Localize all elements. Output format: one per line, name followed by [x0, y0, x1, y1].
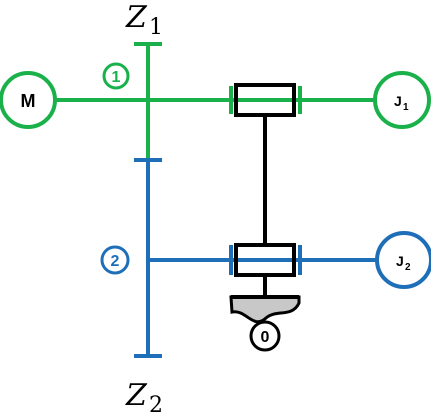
z2-label-base: Z	[125, 378, 148, 413]
stage-1-number: 1	[112, 69, 121, 86]
inertia-j1-circle	[373, 71, 431, 129]
bearing-1-housing	[234, 83, 296, 117]
blue-stage: J 2 2	[100, 158, 431, 358]
stage-2-marker	[100, 245, 130, 275]
z1-label-sub: 1	[149, 15, 163, 40]
z2-label-sub: 2	[149, 393, 163, 415]
inertia-j1-label: J 1	[394, 93, 409, 113]
z1-label: Z 1	[125, 0, 163, 40]
motor-label: M	[21, 91, 36, 111]
j1-label-sub: 1	[403, 102, 409, 113]
motor-circle	[0, 71, 57, 129]
ground-hatch	[229, 295, 301, 324]
j2-label-sub: 2	[405, 262, 411, 273]
ground-marker	[249, 320, 281, 352]
ground: 0	[229, 295, 301, 352]
green-stage: M J 1 1	[0, 42, 431, 162]
carrier	[234, 83, 296, 296]
j2-label-base: J	[396, 253, 404, 269]
z1-label-base: Z	[125, 0, 148, 35]
inertia-j2-circle	[375, 231, 431, 289]
j1-label-base: J	[394, 93, 402, 109]
stage-2-number: 2	[111, 253, 120, 270]
ground-number: 0	[261, 329, 270, 346]
stage-1-marker	[102, 62, 130, 90]
z2-label: Z 2	[125, 378, 163, 415]
inertia-j2-label: J 2	[396, 253, 411, 273]
